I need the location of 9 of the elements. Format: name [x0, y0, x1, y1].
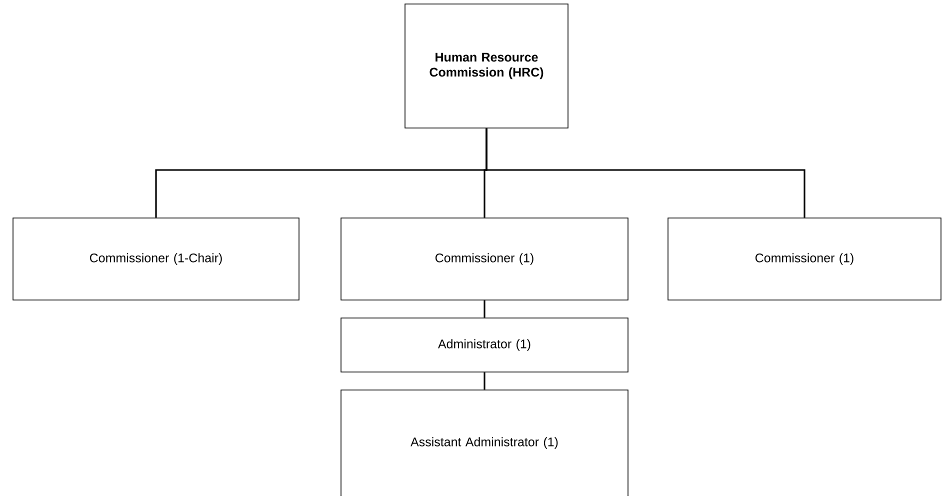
connector-line — [484, 300, 486, 318]
org-box: Commissioner (1) — [668, 218, 942, 300]
connector-line — [484, 372, 486, 390]
org-box: Commissioner (1) — [340, 218, 628, 300]
org-box: Administrator (1) — [340, 318, 628, 372]
org-box: Assistant Administrator (1) — [340, 390, 628, 496]
org-box: Human Resource Commission (HRC) — [404, 4, 568, 128]
connector-line — [486, 128, 806, 218]
org-box: Commissioner (1-Chair) — [12, 218, 300, 300]
